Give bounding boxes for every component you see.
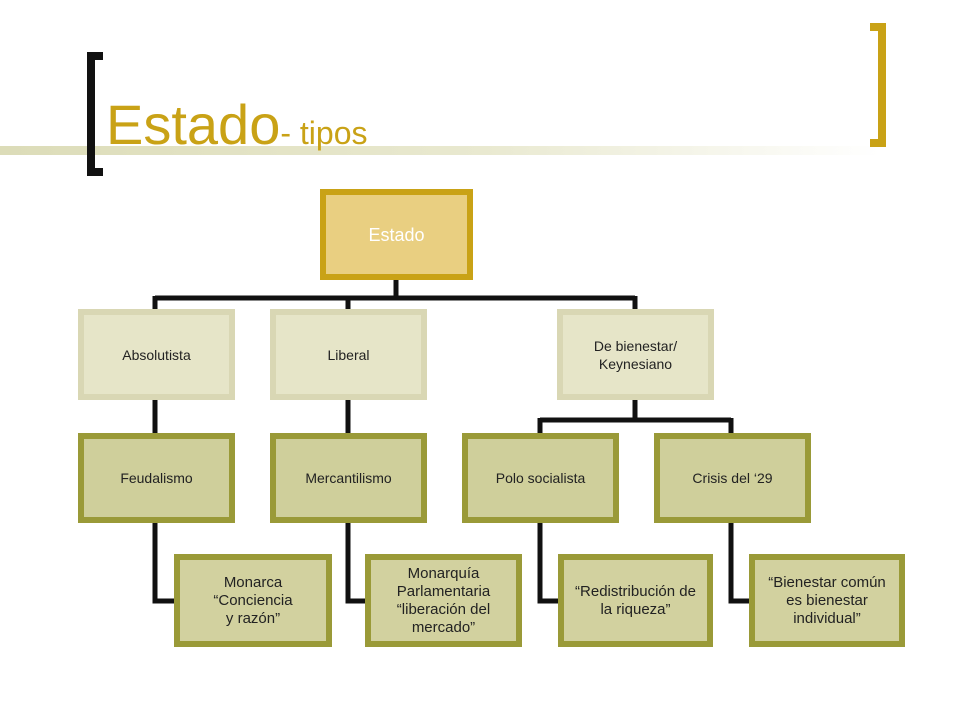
node-absolutista: Absolutista [78, 309, 235, 400]
node-monarca: Monarca “Conciencia y razón” [174, 554, 332, 647]
node-feudalismo: Feudalismo [78, 433, 235, 523]
node-polo-socialista: Polo socialista [462, 433, 619, 523]
right-bracket [870, 23, 886, 147]
title-main: Estado [106, 93, 281, 156]
node-bienestar-comun: “Bienestar común es bienestar individual… [749, 554, 905, 647]
node-redistribucion: “Redistribución de la riqueza” [558, 554, 713, 647]
tree-connectors [152, 278, 752, 604]
node-monarquia-parlamentaria: Monarquía Parlamentaria “liberación del … [365, 554, 522, 647]
node-de-bienestar: De bienestar/ Keynesiano [557, 309, 714, 400]
node-liberal: Liberal [270, 309, 427, 400]
node-estado: Estado [320, 189, 473, 280]
title-sub: - tipos [280, 115, 368, 151]
left-bracket [87, 52, 103, 176]
slide-title: Estado- tipos [106, 92, 367, 157]
title-rule [0, 146, 880, 155]
node-crisis-29: Crisis del ‘29 [654, 433, 811, 523]
node-mercantilismo: Mercantilismo [270, 433, 427, 523]
